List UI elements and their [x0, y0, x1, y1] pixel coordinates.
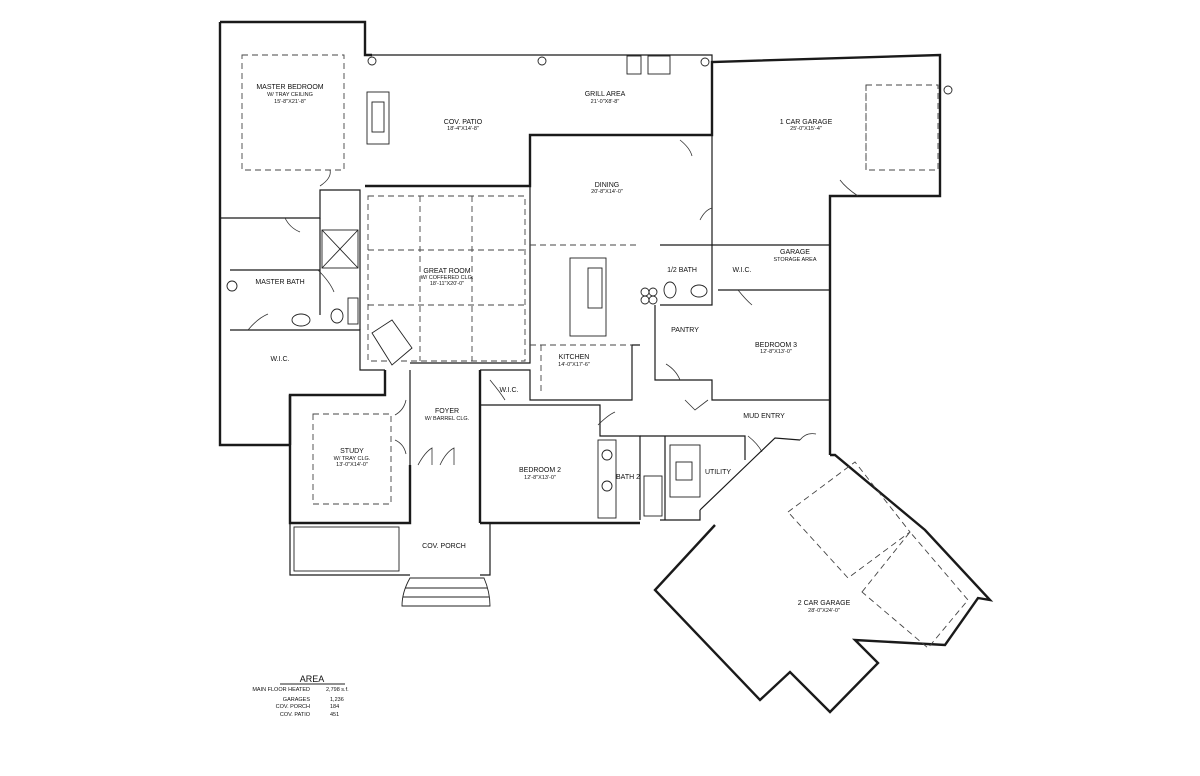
room-name: COV. PATIO	[444, 119, 483, 126]
room-detail: 18'-11"X20'-0"	[430, 281, 464, 287]
area-value: 184	[330, 704, 339, 710]
area-value: 451	[330, 712, 339, 718]
room-name: COV. PORCH	[422, 543, 466, 550]
room-name: 2 CAR GARAGE	[798, 600, 851, 607]
room-name: W.I.C.	[270, 356, 289, 363]
room-detail: W/ COFFERED CLG.	[421, 275, 474, 281]
room-name: GREAT ROOM	[423, 268, 470, 275]
ceiling-lines	[241, 54, 969, 649]
room-detail: 21'-0"X8'-8"	[591, 99, 620, 105]
room-detail: W/ TRAY CEILING	[267, 92, 313, 98]
room-detail: 15'-8"X21'-8"	[274, 99, 306, 105]
room-name: PANTRY	[671, 327, 699, 334]
room-detail: 20'-8"X14'-0"	[591, 189, 623, 195]
room-name: GARAGE	[780, 249, 810, 256]
area-table: AREA MAIN FLOOR HEATED 2,798 s.f. GARAGE…	[252, 674, 349, 718]
room-name: BEDROOM 3	[755, 342, 797, 349]
area-value: 1,236	[330, 697, 344, 703]
room-name: MASTER BEDROOM	[256, 84, 323, 91]
area-label: COV. PORCH	[276, 704, 310, 710]
area-label: GARAGES	[283, 697, 311, 703]
front-porch	[289, 522, 491, 607]
room-name: W.I.C.	[499, 387, 518, 394]
doors	[247, 139, 859, 466]
room-detail: 12'-8"X13'-0"	[760, 349, 792, 355]
room-name: FOYER	[435, 408, 459, 415]
room-name: MUD ENTRY	[743, 413, 785, 420]
room-detail: 13'-0"X14'-0"	[336, 462, 368, 468]
area-label: MAIN FLOOR HEATED	[252, 687, 310, 693]
fixtures	[226, 55, 953, 519]
room-name: W.I.C.	[732, 267, 751, 274]
room-name: UTILITY	[705, 469, 731, 476]
room-name: 1/2 BATH	[667, 267, 697, 274]
room-detail: STORAGE AREA	[774, 257, 817, 263]
room-name: STUDY	[340, 448, 364, 455]
room-name: GRILL AREA	[585, 91, 626, 98]
interior-walls	[220, 130, 830, 521]
room-name: KITCHEN	[559, 354, 590, 361]
room-detail: 12'-8"X13'-0"	[524, 475, 556, 481]
room-detail: W/ TRAY CLG.	[334, 456, 371, 462]
room-name: DINING	[595, 182, 620, 189]
room-detail: 25'-0"X15'-4"	[790, 126, 822, 132]
exterior-walls	[218, 20, 994, 714]
room-labels: MASTER BEDROOM W/ TRAY CEILING 15'-8"X21…	[255, 84, 850, 614]
room-name: BATH 2	[616, 474, 640, 481]
room-detail: 14'-0"X17'-6"	[558, 362, 590, 368]
area-value: 2,798 s.f.	[326, 687, 349, 693]
room-name: MASTER BATH	[255, 279, 304, 286]
area-title: AREA	[300, 674, 325, 684]
room-name: BEDROOM 2	[519, 467, 561, 474]
room-detail: 18'-4"X14'-8"	[447, 126, 479, 132]
room-detail: 28'-0"X24'-0"	[808, 608, 840, 614]
room-detail: W/ BARREL CLG.	[425, 416, 470, 422]
room-name: 1 CAR GARAGE	[780, 119, 833, 126]
area-label: COV. PATIO	[280, 712, 311, 718]
